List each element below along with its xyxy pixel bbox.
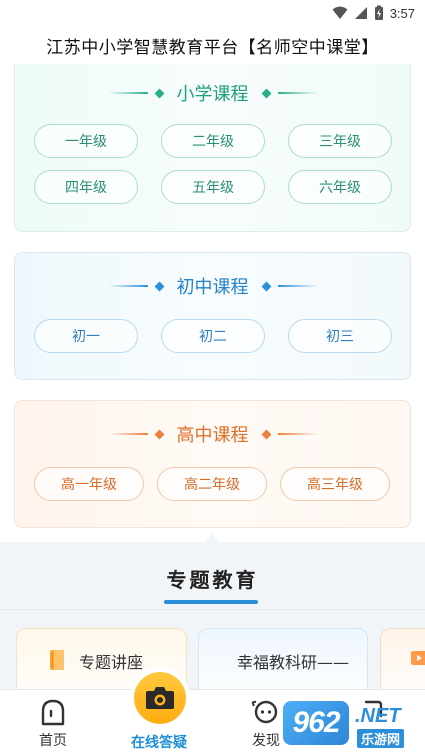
grade-button-junior-3[interactable]: 初三 — [288, 319, 392, 353]
nav-label-home: 首页 — [39, 733, 67, 749]
camera-icon — [146, 687, 174, 709]
nav-item-home[interactable]: 首页 — [13, 690, 93, 755]
high-school-title: 高中课程 — [176, 425, 249, 446]
bottom-nav: 首页 在线答疑 发现 我的 — [0, 668, 425, 755]
status-icons: 3:57 — [332, 4, 415, 22]
book-icon — [50, 650, 64, 670]
title-bar: 江苏中小学智慧教育平台【名师空中课堂】 — [0, 26, 425, 64]
nav-item-discover[interactable]: 发现 — [226, 690, 306, 755]
grade-button-junior-2[interactable]: 初二 — [161, 319, 265, 353]
divider — [0, 609, 425, 610]
grade-button-1[interactable]: 一年级 — [34, 124, 138, 158]
primary-school-header: 小学课程 — [15, 80, 410, 106]
grade-button-6[interactable]: 六年级 — [288, 170, 392, 204]
diamond-icon — [154, 88, 164, 98]
watermark-number: 962 — [292, 706, 340, 739]
primary-school-card: 小学课程 一年级 二年级 三年级 四年级 五年级 六年级 — [14, 64, 411, 232]
diamond-icon — [154, 429, 164, 439]
diamond-icon — [261, 429, 271, 439]
feature-card-research[interactable]: 幸福教科研—— — [198, 628, 368, 689]
signal-icon — [354, 7, 367, 19]
user-icon — [364, 700, 383, 718]
watermark-badge: 962 — [283, 701, 349, 745]
battery-icon — [374, 5, 383, 20]
wifi-icon — [332, 6, 348, 19]
decor-line — [107, 285, 148, 287]
middle-school-header: 初中课程 — [15, 273, 410, 299]
grade-button-2[interactable]: 二年级 — [161, 124, 265, 158]
high-school-card: 高中课程 高一年级 高二年级 高三年级 — [14, 400, 411, 528]
grade-button-5[interactable]: 五年级 — [161, 170, 265, 204]
nav-label-discover: 发现 — [252, 733, 280, 749]
special-education-section: 专题教育 专题讲座 幸福教科研—— — [0, 534, 425, 689]
diamond-icon — [154, 281, 164, 291]
nav-label-online-answer: 在线答疑 — [131, 735, 187, 751]
section-notch — [203, 534, 221, 543]
primary-school-title: 小学课程 — [176, 84, 249, 105]
high-school-header: 高中课程 — [15, 421, 410, 447]
decor-line — [107, 92, 148, 94]
feature-label-lecture: 专题讲座 — [79, 653, 144, 672]
active-tab-underline — [164, 600, 258, 604]
diamond-icon — [261, 281, 271, 291]
grade-button-senior-2[interactable]: 高二年级 — [157, 467, 267, 501]
middle-school-card: 初中课程 初一 初二 初三 — [14, 252, 411, 380]
online-answer-camera-button[interactable] — [130, 668, 190, 728]
grade-button-senior-1[interactable]: 高一年级 — [34, 467, 144, 501]
decor-line — [277, 92, 318, 94]
camera-button-circle — [134, 672, 186, 724]
decor-line — [277, 433, 318, 435]
watermark-text: 乐游网 — [357, 729, 405, 748]
status-bar: 3:57 — [0, 0, 425, 26]
video-icon — [411, 651, 425, 665]
grade-button-senior-3[interactable]: 高三年级 — [280, 467, 390, 501]
grade-button-junior-1[interactable]: 初一 — [34, 319, 138, 353]
nav-item-online-answer[interactable]: 在线答疑 — [119, 690, 199, 755]
planet-icon — [251, 700, 278, 724]
home-icon — [41, 699, 65, 726]
main-content[interactable]: 小学课程 一年级 二年级 三年级 四年级 五年级 六年级 初中课程 初一 初二 … — [0, 64, 425, 689]
special-education-title: 专题教育 — [166, 568, 259, 592]
page-title: 江苏中小学智慧教育平台【名师空中课堂】 — [46, 37, 379, 58]
watermark-domain: .NET — [355, 705, 401, 727]
feature-label-research: 幸福教科研—— — [237, 653, 350, 672]
grade-button-4[interactable]: 四年级 — [34, 170, 138, 204]
feature-card-video[interactable] — [380, 628, 425, 689]
decor-line — [107, 433, 148, 435]
middle-school-title: 初中课程 — [176, 277, 249, 298]
diamond-icon — [261, 88, 271, 98]
watermark-logo: 962 .NET 乐游网 — [283, 697, 421, 751]
grade-button-3[interactable]: 三年级 — [288, 124, 392, 158]
decor-line — [277, 285, 318, 287]
status-time: 3:57 — [389, 5, 415, 21]
